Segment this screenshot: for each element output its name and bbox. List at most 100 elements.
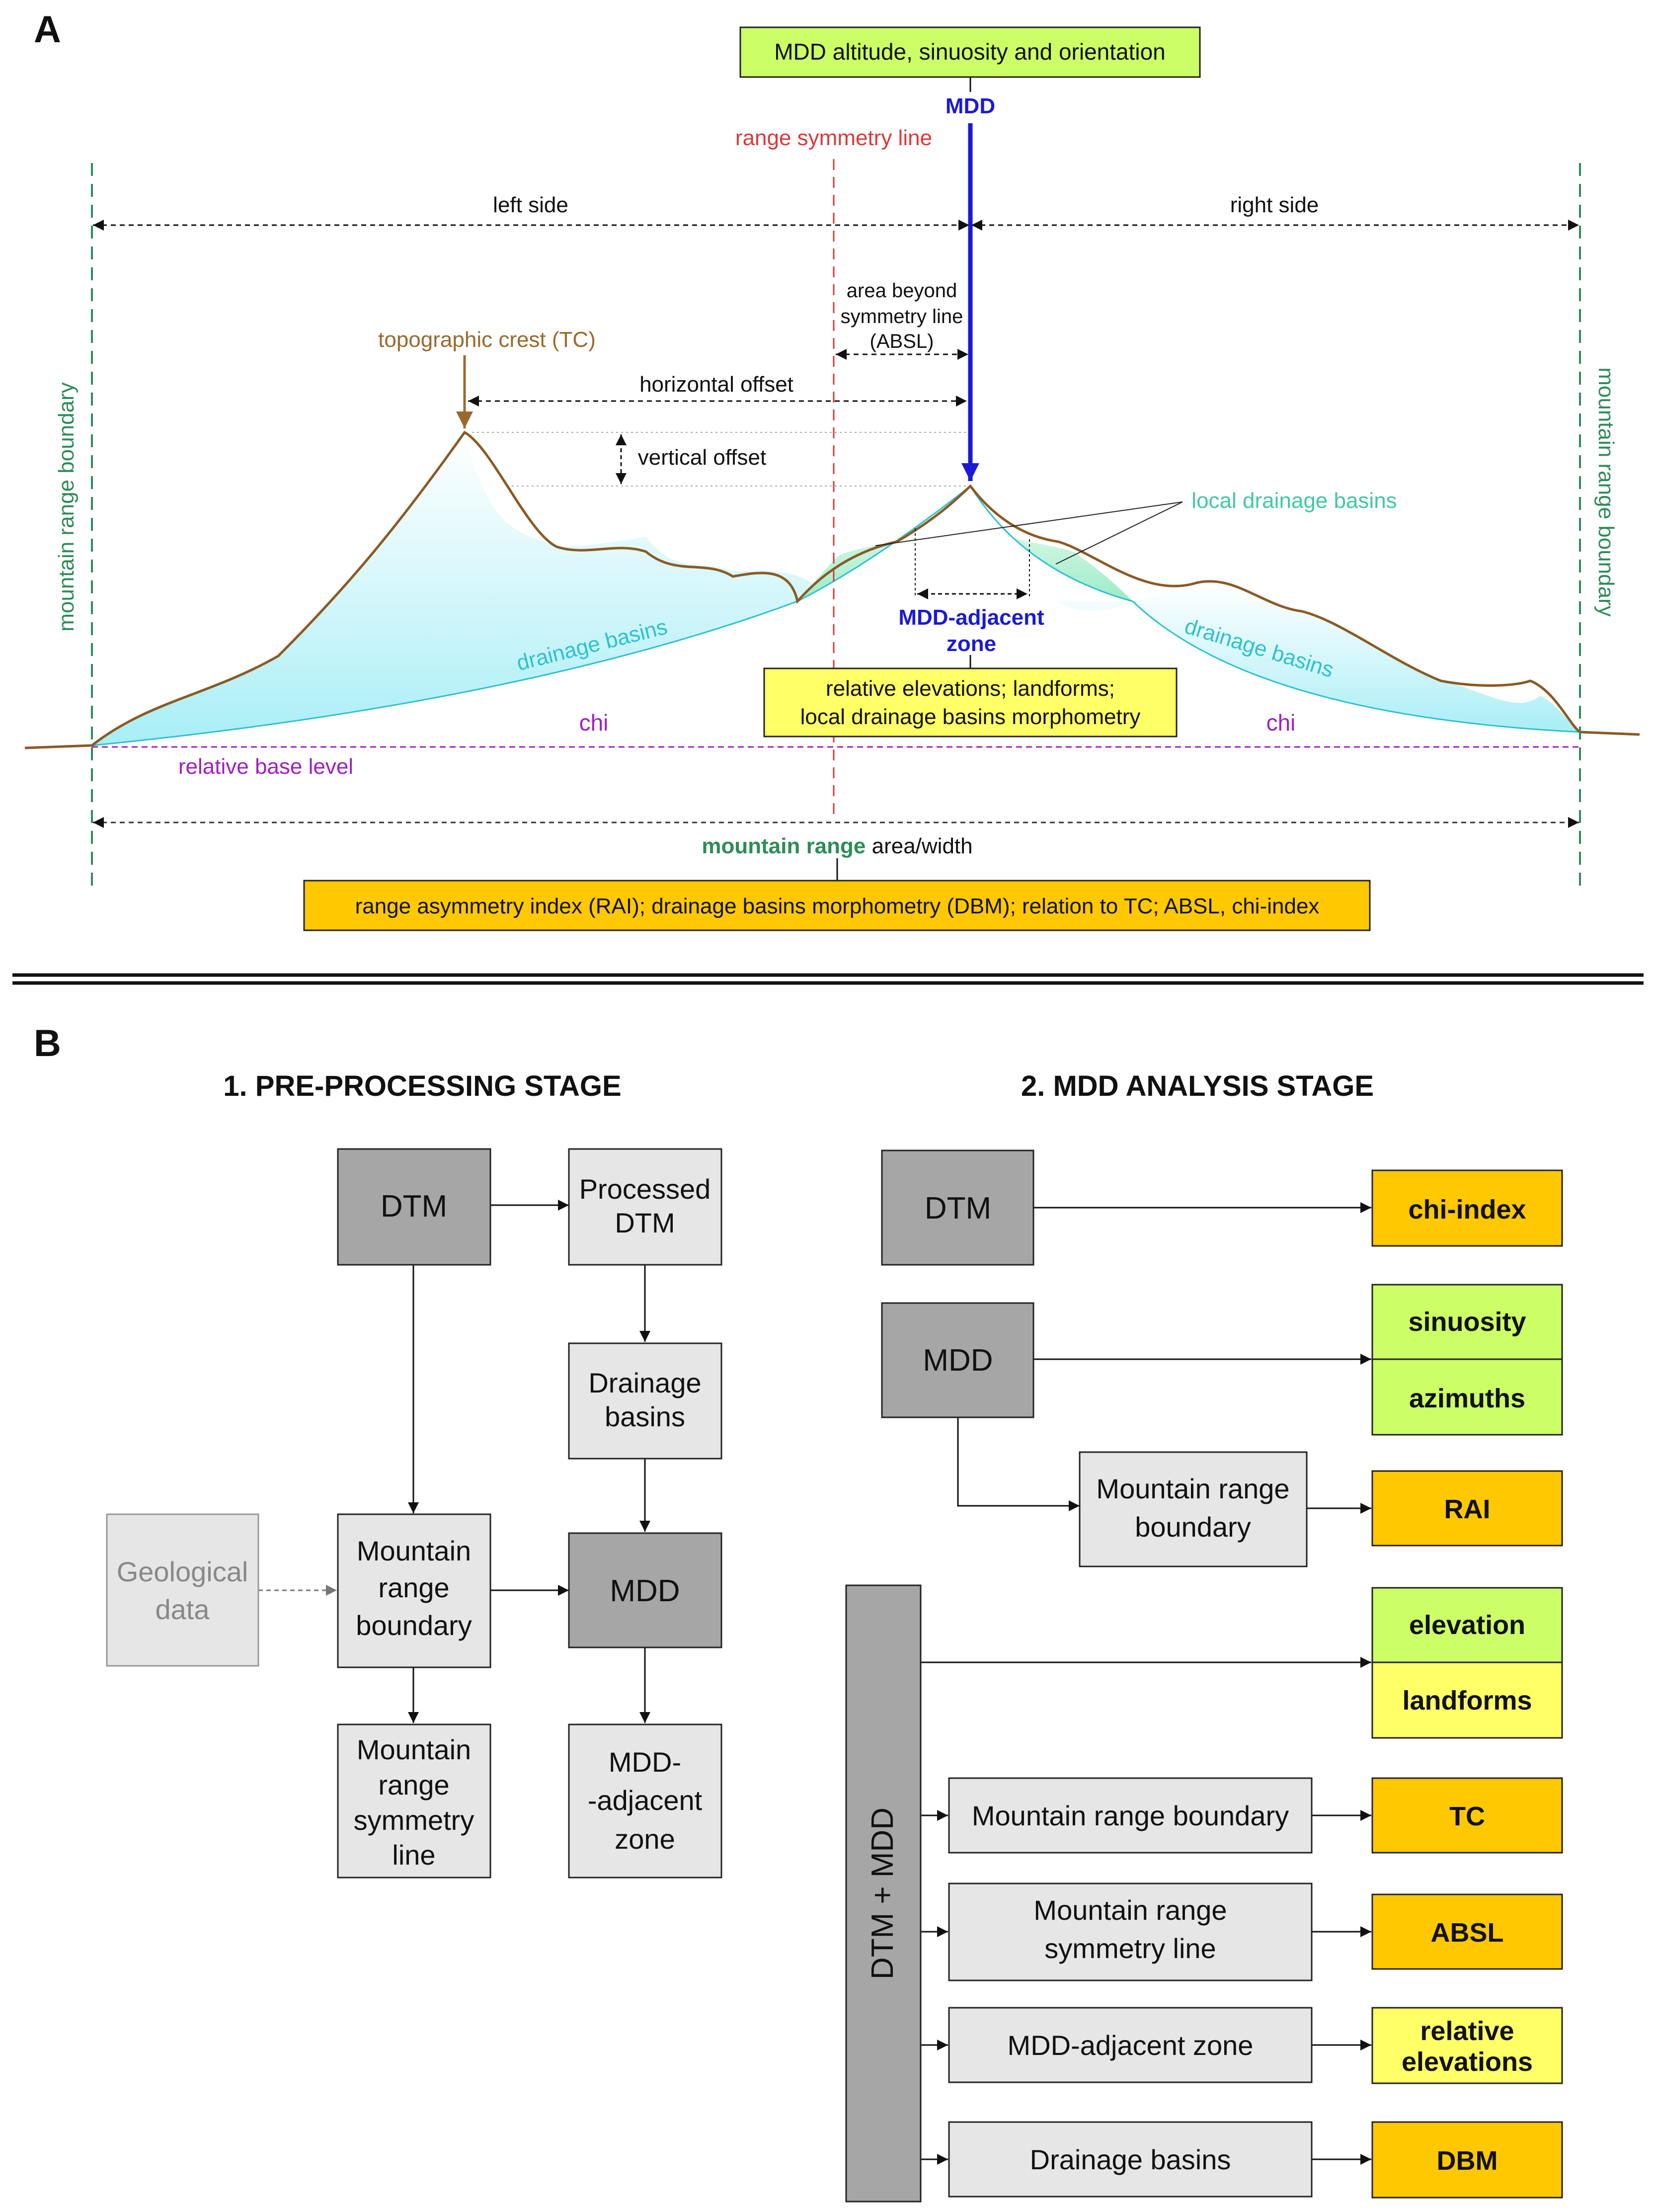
s1-sym-label-line1: Mountain [357,1734,471,1765]
s2-output-rai-label: RAI [1444,1494,1491,1524]
horizontal-offset-label: horizontal offset [639,372,793,397]
local-drainage-basins-label: local drainage basins [1191,489,1397,513]
local-basin-right-fill [970,486,1133,601]
mountain-range-width-label: mountain range area/width [702,834,972,858]
left-boundary-label: mountain range boundary [54,382,79,631]
s1-processed-dtm-box [568,1148,722,1266]
absl-label-line1: area beyond [847,280,957,302]
mdd-adjacent-label-line1: MDD-adjacent [898,605,1044,630]
s2-output-relative-line2: elevations [1402,2047,1533,2077]
s2-output-absl-label: ABSL [1431,1918,1504,1948]
topographic-crest-label: topographic crest (TC) [378,328,596,352]
panel-a: A mountain range boundary mountain range… [24,8,1640,931]
top-box-label: MDD altitude, sinuosity and orientation [774,39,1166,65]
chi-right-label: chi [1266,710,1296,736]
s2-output-rai [1371,1470,1563,1547]
s2-output-landforms-label: landforms [1402,1686,1532,1716]
s1-dtm-label: DTM [381,1189,447,1224]
right-side-label: right side [1230,193,1319,217]
s2-output-absl [1371,1893,1563,1970]
s1-adj-label-line2: -adjacent [588,1785,703,1816]
topographic-profile [24,430,1640,749]
s2-adjacent-label: MDD-adjacent zone [1008,2030,1254,2061]
s1-sym-label-line4: line [392,1839,435,1871]
s1-adj-label-line3: zone [615,1823,675,1855]
s2-output-chi-index-label: chi-index [1408,1195,1526,1225]
s2-output-relative-elevations [1371,2007,1563,2084]
s1-mdd-box [568,1532,722,1648]
s2-dtm-box [881,1149,1034,1266]
range-symmetry-label: range symmetry line [735,126,932,150]
relative-elevations-box-line2: local drainage basins morphometry [800,705,1141,729]
s1-mdd-label: MDD [610,1574,680,1608]
s2-mdd-label: MDD [923,1343,993,1378]
left-drainage-basin-fill [92,432,817,745]
left-chi-curve [91,600,798,746]
s2-sym-label-line1: Mountain range [1033,1894,1227,1926]
s2-output-elevation [1371,1587,1563,1663]
s2-mrb-label-line2: boundary [1135,1511,1251,1543]
absl-label-line2: symmetry line [841,306,963,328]
relative-base-level-label: relative base level [178,754,353,779]
panel-b: B 1. PRE-PROCESSING STAGE 2. MDD ANALYSI… [34,1022,1563,2203]
s2-output-azimuths [1371,1358,1563,1436]
s2-dtm-mdd-box [845,1584,922,2203]
local-basin-left-fill [797,486,970,601]
mdd-label: MDD [946,94,995,118]
s1-drainage-basins-box [568,1342,722,1460]
s1-sym-label-line3: symmetry [354,1804,474,1836]
panel-a-label: A [34,8,61,51]
s2-symmetry-line-box [948,1883,1313,1981]
s2-boundary-single-label: Mountain range boundary [972,1800,1289,1831]
s2-dtm-mdd-label: DTM + MDD [866,1807,900,1979]
s2-mrb-label-line1: Mountain range [1096,1473,1289,1504]
s1-mrb-label-line1: Mountain [357,1535,471,1566]
s1-processed-label-line2: DTM [615,1207,675,1238]
bottom-box-label: range asymmetry index (RAI); drainage ba… [355,894,1320,918]
s1-geological-data-box [106,1513,259,1667]
local-basin-pointer-left [875,501,1183,546]
s2-drainage-basins-box [948,2121,1313,2198]
bottom-box [303,880,1371,931]
absl-label-line3: (ABSL) [870,330,934,352]
mountain-range-width-label-green: mountain range [702,834,866,858]
s1-drainage-label-line1: Drainage [588,1367,701,1398]
s1-adj-label-line1: MDD- [609,1746,681,1778]
s1-drainage-label-line2: basins [605,1401,685,1432]
s1-geo-label-line2: data [156,1594,210,1625]
s1-mrb-label-line3: boundary [356,1610,472,1641]
right-chi-curve [1132,600,1580,733]
right-boundary-label: mountain range boundary [1594,367,1618,616]
s1-sym-label-line2: range [378,1769,449,1801]
s2-sym-label-line2: symmetry line [1044,1933,1216,1964]
top-box [739,26,1201,78]
s2-mdd-box [881,1302,1034,1418]
stage1-title: 1. PRE-PROCESSING STAGE [223,1070,621,1102]
s2-output-relative-line1: relative [1420,2016,1514,2046]
local-basin-pointer-right [1055,501,1183,565]
panel-b-label: B [34,1022,61,1065]
s2-output-dbm [1371,2121,1563,2199]
relative-elevations-box [763,667,1178,737]
s2-adjacent-zone-box [948,2007,1313,2083]
s2-output-sinuosity [1371,1284,1563,1360]
s1-dtm-box [337,1148,491,1266]
s2-output-azimuths-label: azimuths [1409,1384,1525,1413]
s2-output-chi-index [1371,1169,1563,1247]
right-local-curve [969,486,1133,602]
left-local-curve [797,485,971,602]
s1-mountain-range-boundary-box [337,1513,491,1668]
chi-left-label: chi [579,710,609,736]
s1-geo-label-line1: Geological [117,1556,248,1587]
s2-dtm-label: DTM [925,1191,991,1226]
s1-mrb-label-line2: range [378,1572,449,1603]
s2-mdd-to-boundary [957,1417,1080,1511]
s2-output-elevation-label: elevation [1409,1610,1525,1640]
s2-output-landforms [1371,1661,1563,1739]
s2-output-dbm-label: DBM [1437,2146,1498,2176]
left-side-label: left side [493,193,568,217]
s1-symmetry-line-box [337,1723,491,1879]
right-drainage-basin-fill [1058,581,1580,732]
s1-mdd-adjacent-zone-box [568,1723,722,1879]
